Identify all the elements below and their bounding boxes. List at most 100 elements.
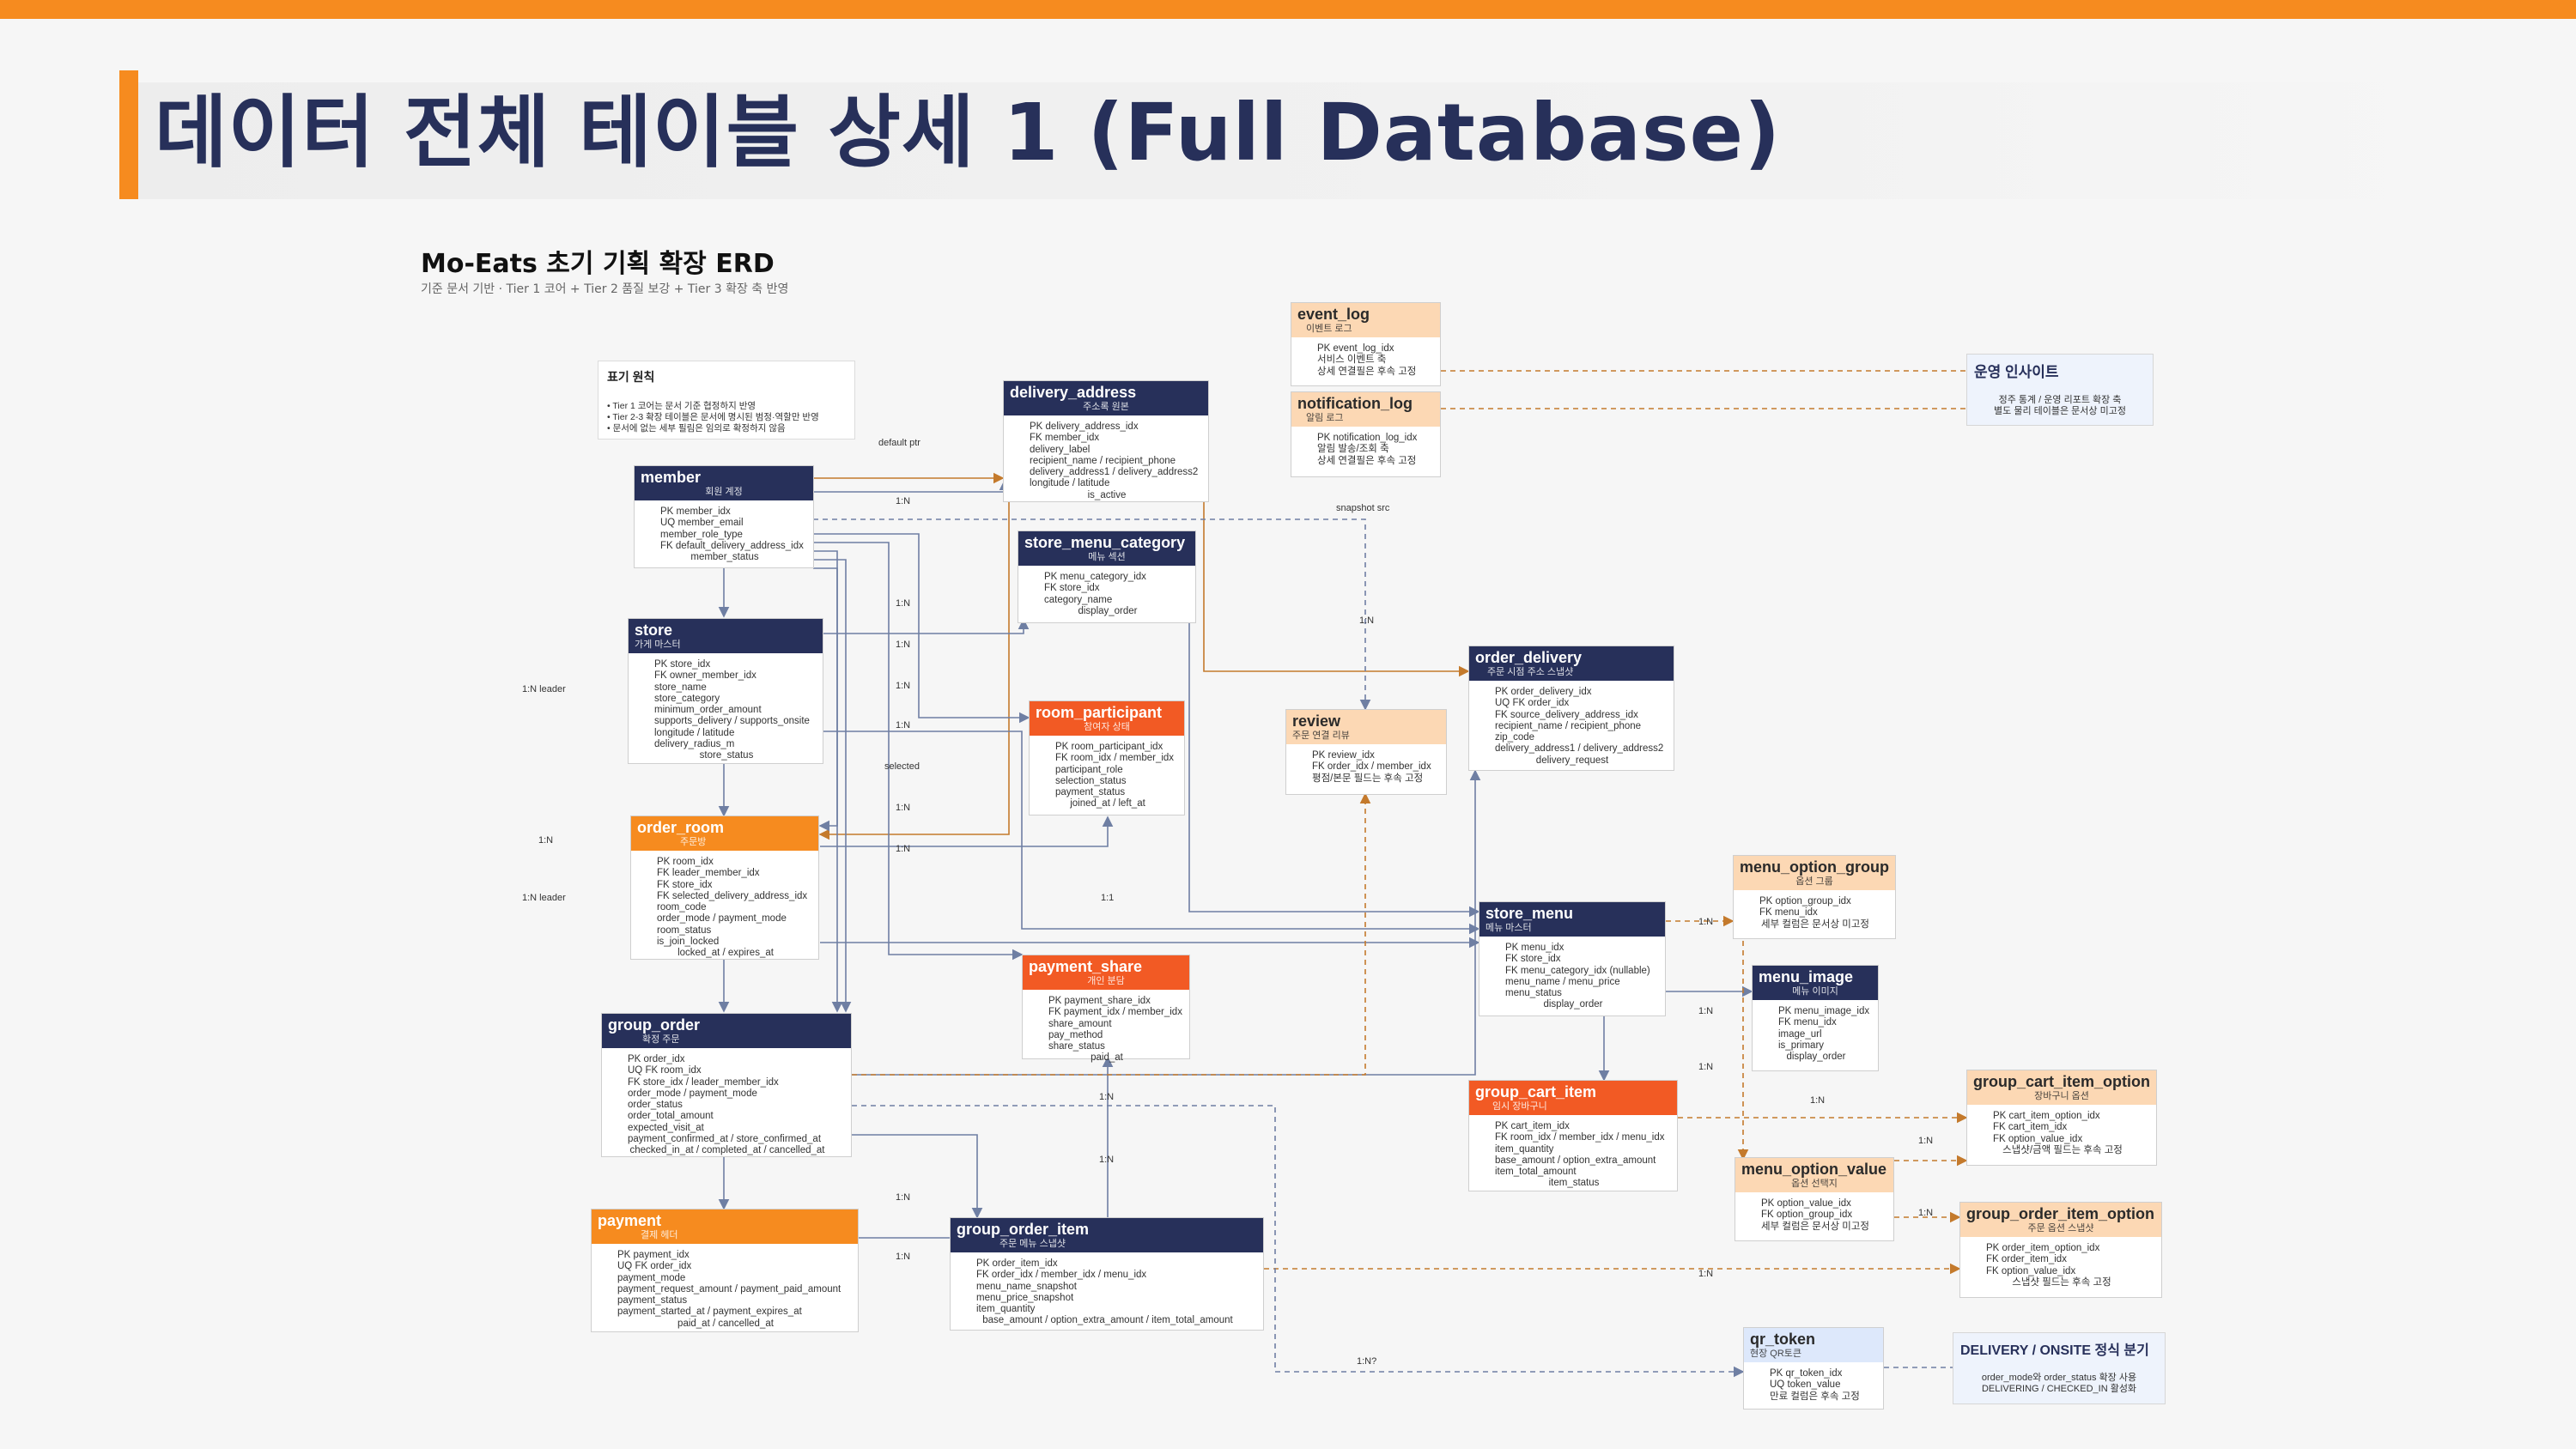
entity-subtitle: 메뉴 마스터	[1485, 923, 1532, 933]
entity-subtitle: 알림 로그	[1306, 413, 1344, 423]
entity-name: store_menu_category	[1024, 534, 1186, 551]
entity-field: PK menu_idx	[1505, 943, 1564, 953]
legend-heading: 표기 원칙	[607, 370, 655, 384]
entity-field: is_join_locked	[657, 937, 720, 948]
legend-line: • Tier 1 코어는 문서 기준 협정하지 반영	[607, 401, 756, 411]
entity-subtitle: 확정 주문	[642, 1034, 680, 1045]
entity-field: payment_confirmed_at / store_confirmed_a…	[628, 1134, 822, 1145]
rel-label-1n: 1:N	[1698, 1062, 1714, 1072]
entity-subtitle: 참여자 상태	[1084, 722, 1130, 732]
rel-delivery-address-order-delivery	[1203, 502, 1470, 677]
entity-field: member_status	[690, 552, 759, 563]
entity-field: recipient_name / recipient_phone	[1495, 720, 1642, 731]
entity-subtitle: 주문 옵션 스냅샷	[2027, 1223, 2094, 1234]
rel-label-1n: 1:N	[1918, 1136, 1934, 1146]
entity-field: PK room_participant_idx	[1055, 742, 1163, 752]
rel-label-1n: 1:N	[896, 681, 911, 691]
legend-line: • Tier 2-3 확장 테이블은 문서에 명시된 범정·역할만 반영	[607, 412, 819, 422]
entity-name: member	[641, 469, 702, 486]
entity-name: order_room	[637, 819, 725, 836]
entity-name: qr_token	[1750, 1331, 1816, 1348]
entity-field: 세부 컬럼은 문서상 미고정	[1761, 919, 1869, 930]
entity-field: display_order	[1543, 999, 1603, 1010]
entity-field: category_name	[1044, 594, 1113, 605]
entity-field: order_mode / payment_mode	[628, 1088, 757, 1099]
entity-field: FK cart_item_idx	[1993, 1122, 2068, 1133]
rel-delivery-address-order-room	[818, 494, 1010, 840]
entity-field: FK order_idx / member_idx / menu_idx	[976, 1270, 1147, 1281]
entity-field: FK store_idx	[1044, 583, 1100, 594]
entity-field: supports_delivery / supports_onsite	[654, 716, 810, 727]
entity-name: room_participant	[1036, 704, 1163, 721]
rel-snapshot-src	[813, 518, 1371, 711]
entity-field: menu_price_snapshot	[976, 1292, 1074, 1303]
entity-subtitle: 가게 마스터	[635, 640, 681, 650]
legend-line: • 문서에 없는 세부 필림은 임의로 확정하지 않음	[607, 423, 786, 433]
entity-subtitle: 메뉴 이미지	[1792, 986, 1838, 997]
entity-field: payment_started_at / payment_expires_at	[617, 1307, 802, 1318]
note-line: order_mode와 order_status 확장 사용	[1981, 1373, 2137, 1383]
rel-member-group-order	[813, 559, 852, 1013]
rel-member-room-participant	[813, 533, 1030, 724]
rel-label-1n-leader: 1:N leader	[522, 684, 566, 694]
entity-field: PK review_idx	[1312, 750, 1375, 761]
entity-field: order_mode / payment_mode	[657, 913, 787, 925]
entity-field: room_status	[657, 925, 712, 936]
ops-insight-note: 운영 인사이트 정주 통계 / 운영 리포트 확장 축 별도 물리 테이블은 문…	[1966, 354, 2154, 426]
entity-name: group_order	[608, 1016, 701, 1034]
entity-name: menu_image	[1759, 968, 1854, 985]
entity-field: 서비스 이벤트 축	[1317, 355, 1387, 366]
entity-field: delivery_request	[1535, 755, 1609, 766]
entity-subtitle: 주문 메뉴 스냅샷	[999, 1239, 1066, 1249]
entity-field: zip_code	[1495, 732, 1535, 743]
entity-name: group_order_item_option	[1966, 1205, 2155, 1222]
entity-field: 스냅샷 필드는 후속 고정	[2012, 1276, 2111, 1288]
entity-name: store	[635, 621, 673, 639]
entity-field: PK order_idx	[628, 1054, 685, 1064]
entity-field: 세부 컬럼은 문서상 미고정	[1761, 1221, 1869, 1232]
entity-subtitle: 메뉴 섹션	[1088, 552, 1126, 562]
entity-field: menu_name_snapshot	[976, 1281, 1077, 1292]
entity-field: selection_status	[1055, 775, 1127, 786]
entity-field: delivery_address1 / delivery_address2	[1495, 743, 1664, 755]
rel-category-store-menu	[1188, 622, 1480, 918]
slide-title: 데이터 전체 테이블 상세 1 (Full Database)	[155, 87, 1782, 179]
entity-field: is_primary	[1778, 1040, 1825, 1051]
entity-field: recipient_name / recipient_phone	[1030, 455, 1176, 466]
legend-box: 표기 원칙 • Tier 1 코어는 문서 기준 협정하지 반영 • Tier …	[598, 361, 855, 440]
entity-field: 스냅샷/금액 필드는 후속 고정	[2002, 1144, 2123, 1155]
entity-name: store_menu	[1485, 905, 1574, 922]
entity-field: FK menu_category_idx (nullable)	[1505, 965, 1650, 976]
entity-field: PK qr_token_idx	[1770, 1368, 1843, 1379]
rel-label-1n: 1:N	[896, 803, 911, 813]
entity-field: UQ token_value	[1770, 1379, 1841, 1391]
entity-field: display_order	[1078, 605, 1138, 616]
entity-field: PK notification_log_idx	[1317, 433, 1418, 443]
entity-field: delivery_address1 / delivery_address2	[1030, 467, 1199, 478]
entity-field: PK store_idx	[654, 659, 711, 670]
entity-field: payment_status	[617, 1295, 688, 1307]
rel-label-selected: selected	[884, 761, 920, 772]
entity-field: FK owner_member_idx	[654, 670, 756, 682]
entity-field: store_status	[699, 750, 754, 761]
rel-label-1n: 1:N	[538, 835, 554, 846]
rel-store-menu-category	[823, 618, 1030, 634]
entity-field: FK order_idx / member_idx	[1312, 761, 1431, 773]
entity-field: FK store_idx	[657, 879, 713, 890]
rel-store-store-menu	[823, 731, 1480, 935]
delivery-onsite-note: DELIVERY / ONSITE 정식 분기 order_mode와 orde…	[1953, 1332, 2166, 1404]
entity-subtitle: 주문 연결 리뷰	[1292, 731, 1350, 741]
